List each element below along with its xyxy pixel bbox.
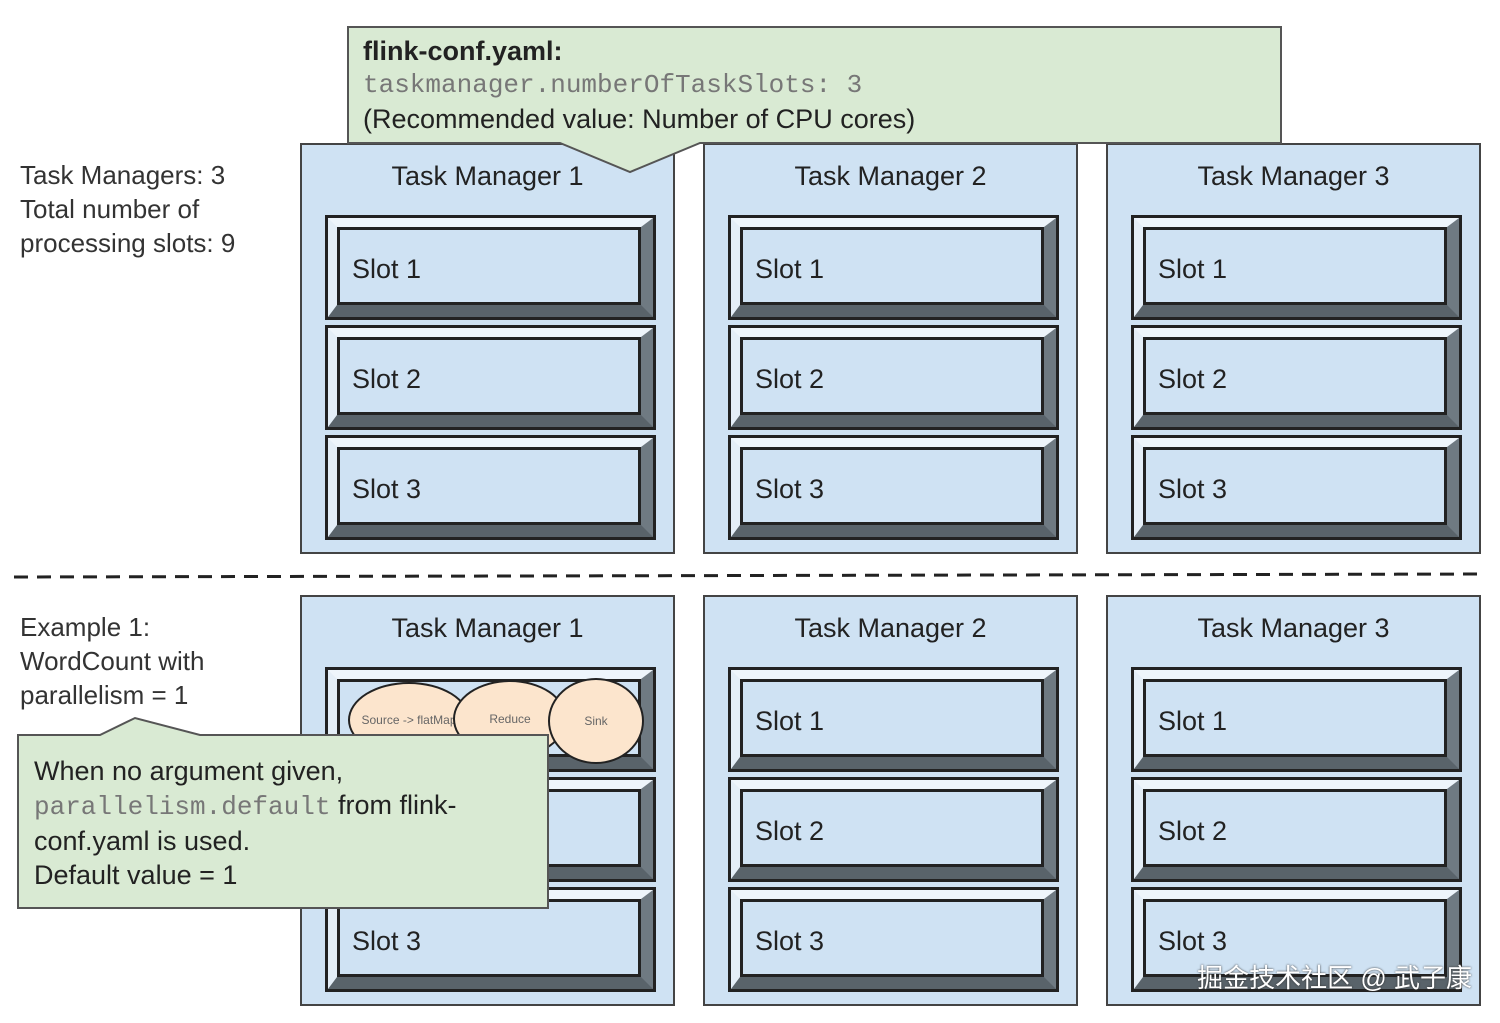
slot: Slot 3: [728, 887, 1059, 992]
slot-bevel: [731, 890, 1056, 989]
summary-line: processing slots: 9: [20, 228, 236, 258]
slot-face: [337, 447, 641, 525]
slot-label: Slot 3: [755, 474, 825, 504]
slot: Slot 3: [325, 435, 656, 540]
slot-label: Slot 1: [352, 254, 422, 284]
slot: Slot 1: [1131, 215, 1462, 320]
task-manager-title: Task Manager 1: [391, 161, 584, 191]
task-manager-box: Task Manager 1 Slot 1 Slot 2 Slot 3: [300, 143, 675, 554]
slot-label: Slot 1: [755, 254, 825, 284]
slot: Slot 2: [1131, 777, 1462, 882]
slot-face: [1143, 337, 1447, 415]
slot-bevel: [1134, 218, 1459, 317]
slot-label: Slot 3: [1158, 926, 1228, 956]
task-manager-title: Task Manager 1: [391, 613, 584, 643]
slot-face: [1143, 789, 1447, 867]
task-manager-box: Task Manager 2 Slot 1 Slot 2 Slot 3: [703, 595, 1078, 1006]
task-manager-title: Task Manager 3: [1197, 613, 1390, 643]
slot-face: [740, 789, 1044, 867]
config-title: flink-conf.yaml:: [363, 36, 563, 66]
slot: Slot 2: [728, 777, 1059, 882]
slot-bevel: [731, 218, 1056, 317]
slot-face: [337, 227, 641, 305]
slot-label: Slot 2: [755, 364, 825, 394]
section-divider: [13, 572, 1487, 579]
summary-line: Total number of: [20, 194, 200, 224]
slot-label: Slot 3: [1158, 474, 1228, 504]
operator-node: Sink: [548, 678, 644, 764]
slot: Slot 3: [1131, 435, 1462, 540]
slot-label: Slot 2: [1158, 816, 1228, 846]
slot: Slot 2: [325, 325, 656, 430]
slot-bevel: [328, 218, 653, 317]
summary-text: Task Managers: 3 Total number of process…: [20, 158, 235, 260]
default-line: When no argument given,: [34, 756, 344, 786]
task-manager-title: Task Manager 2: [794, 161, 987, 191]
task-manager-title: Task Manager 3: [1197, 161, 1390, 191]
slot-face: [1143, 447, 1447, 525]
slot-bevel: [1134, 780, 1459, 879]
default-line: conf.yaml is used.: [34, 826, 251, 856]
slot-label: Slot 3: [352, 474, 422, 504]
slot-label: Slot 1: [1158, 706, 1228, 736]
slot-face: [740, 227, 1044, 305]
example-text: Example 1: WordCount with parallelism = …: [20, 610, 205, 712]
slot-face: [740, 679, 1044, 757]
default-code: parallelism.default: [34, 792, 331, 822]
slot-bevel: [731, 670, 1056, 769]
slot-label: Slot 3: [755, 926, 825, 956]
slot-label: Slot 1: [755, 706, 825, 736]
slot-bevel: [731, 328, 1056, 427]
config-note: (Recommended value: Number of CPU cores): [363, 104, 916, 134]
slot-face: [740, 337, 1044, 415]
slot: Slot 2: [1131, 325, 1462, 430]
slot-face: [1143, 679, 1447, 757]
slot: Slot 2: [728, 325, 1059, 430]
task-manager-box: Task Manager 3 Slot 1 Slot 2 Slot 3: [1106, 595, 1481, 1006]
slot-bevel: [1134, 438, 1459, 537]
config-callout: flink-conf.yaml: taskmanager.numberOfTas…: [363, 34, 915, 136]
slot-face: [1143, 227, 1447, 305]
slot-bevel: [328, 438, 653, 537]
slot-bevel: [1134, 890, 1459, 989]
slot-label: Slot 2: [755, 816, 825, 846]
config-code: taskmanager.numberOfTaskSlots: 3: [363, 70, 863, 100]
watermark: 掘金技术社区 @ 武子康: [1197, 963, 1472, 993]
example-line: WordCount with: [20, 646, 205, 676]
slot-face: [337, 337, 641, 415]
slot: Slot 1: [728, 215, 1059, 320]
task-manager-box: Task Manager 3 Slot 1 Slot 2 Slot 3: [1106, 143, 1481, 554]
config-callout-shape: [347, 26, 1282, 174]
slot-face: [1143, 899, 1447, 977]
slot-bevel: [328, 328, 653, 427]
slot-bevel: [1134, 670, 1459, 769]
slot-label: Slot 2: [1158, 364, 1228, 394]
slot-label: Slot 2: [352, 364, 422, 394]
default-line: from flink-: [330, 790, 457, 820]
example-line: parallelism = 1: [20, 680, 189, 710]
slot-bevel: [731, 780, 1056, 879]
slot-bevel: [1134, 328, 1459, 427]
default-line: Default value = 1: [34, 860, 238, 890]
default-callout: When no argument given, parallelism.defa…: [34, 754, 456, 892]
default-callout-shape: [17, 716, 549, 909]
slot: Slot 1: [1131, 667, 1462, 772]
slot: Slot 3: [728, 435, 1059, 540]
slot-bevel: [731, 438, 1056, 537]
slot-face: [740, 447, 1044, 525]
example-line: Example 1:: [20, 612, 151, 642]
summary-line: Task Managers: 3: [20, 160, 226, 190]
task-manager-box: Task Manager 2 Slot 1 Slot 2 Slot 3: [703, 143, 1078, 554]
slot: Slot 1: [728, 667, 1059, 772]
slot: Slot 1: [325, 215, 656, 320]
task-manager-title: Task Manager 2: [794, 613, 987, 643]
slot-label: Slot 1: [1158, 254, 1228, 284]
slot-face: [740, 899, 1044, 977]
slot: Slot 3: [1131, 887, 1462, 992]
slot-label: Slot 3: [352, 926, 422, 956]
